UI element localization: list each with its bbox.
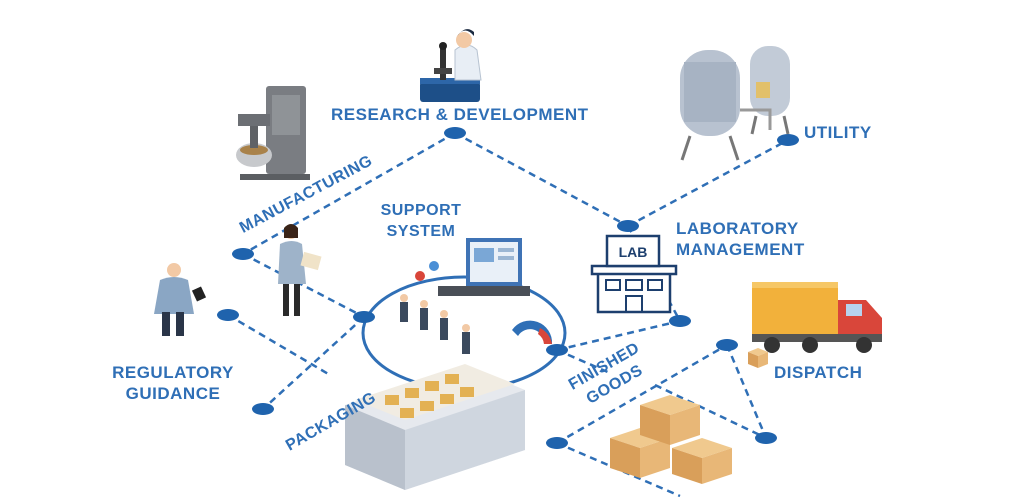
node-regulatory[interactable] (217, 309, 239, 321)
label-support-line1: SUPPORT (380, 202, 462, 219)
label-regulatory-line2: GUIDANCE (125, 384, 221, 403)
label-regulatory-line1: REGULATORY (112, 363, 234, 382)
node-packaging[interactable] (252, 403, 274, 415)
line-goods-right (654, 383, 767, 440)
node-dispatch[interactable] (716, 339, 738, 351)
node-support-left[interactable] (353, 311, 375, 323)
node-goods-right[interactable] (755, 432, 777, 444)
node-research[interactable] (444, 127, 466, 139)
packaging-factory-icon (345, 364, 525, 490)
node-lab[interactable] (617, 220, 639, 232)
line-support-packaging (262, 316, 365, 410)
line-dispatch-goods (725, 344, 768, 439)
line-regulatory (227, 313, 331, 377)
mixer-machine-icon (236, 86, 310, 180)
team-with-screen-icon (400, 238, 553, 354)
label-research-development: RESEARCH & DEVELOPMENT (331, 105, 589, 124)
lab-building-icon: LAB (590, 234, 678, 314)
label-utility: UTILITY (804, 123, 872, 142)
node-utility[interactable] (777, 134, 799, 146)
label-lab-line1: LABORATORY (676, 219, 799, 238)
small-parcel-icon (748, 348, 768, 368)
node-lab-lower[interactable] (669, 315, 691, 327)
line-rd-manufacturing (242, 131, 456, 256)
line-support-finished (556, 348, 611, 375)
lab-sign: LAB (619, 244, 648, 260)
label-dispatch: DISPATCH (774, 363, 863, 382)
label-support-line2: SYSTEM (386, 223, 456, 240)
delivery-truck-icon (752, 282, 882, 353)
node-finished-goods[interactable] (546, 437, 568, 449)
woman-with-clipboard-icon (278, 224, 322, 316)
label-laboratory-management: LABORATORY MANAGEMENT (676, 218, 805, 260)
node-manufacturing[interactable] (232, 248, 254, 260)
line-support-lab (556, 319, 681, 352)
nodes (217, 127, 799, 449)
cardboard-boxes-icon (610, 395, 732, 484)
line-rd-lab (454, 131, 629, 228)
label-lab-line2: MANAGEMENT (676, 240, 805, 259)
storage-tanks-icon (680, 46, 790, 161)
line-manufacturing-support (242, 252, 365, 319)
label-support-system: SUPPORT SYSTEM (374, 200, 468, 242)
node-support-right[interactable] (546, 344, 568, 356)
scientist-at-microscope-icon (420, 29, 482, 102)
line-finished-dispatch (556, 343, 728, 445)
inspector-with-tablet-icon (154, 263, 207, 336)
line-lab-utility (627, 138, 789, 228)
label-regulatory-guidance: REGULATORY GUIDANCE (108, 362, 238, 404)
